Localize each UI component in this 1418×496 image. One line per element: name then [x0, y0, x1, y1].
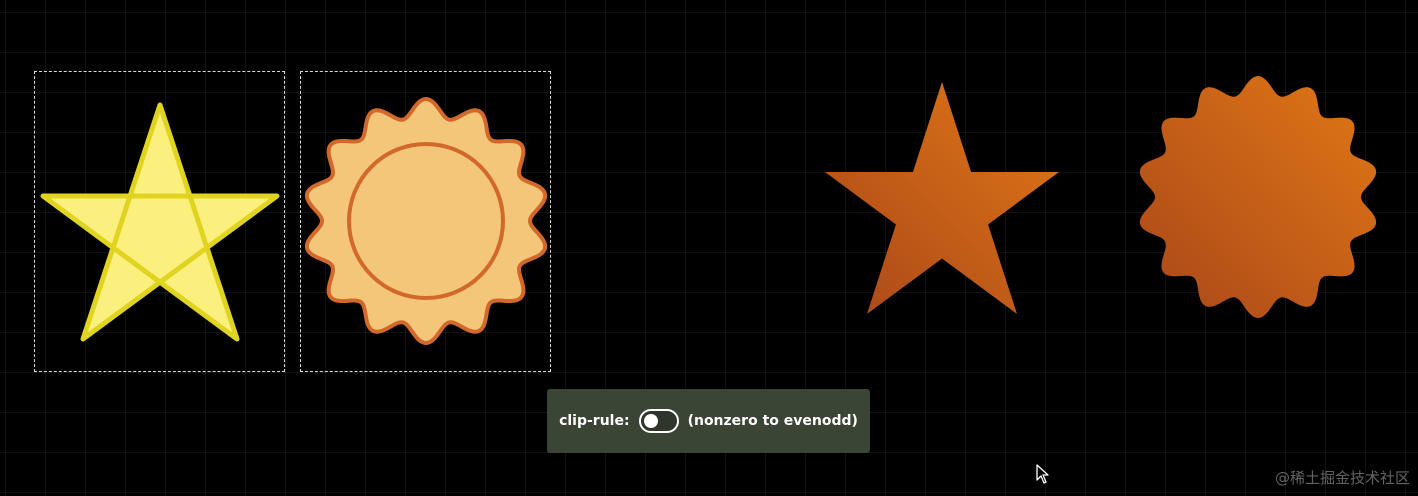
- sun-shape-box: [300, 71, 551, 372]
- star-outline-svg: [40, 102, 280, 342]
- clipped-sun: [1139, 76, 1377, 318]
- clipped-star: [825, 82, 1059, 314]
- star-outline: [40, 102, 280, 342]
- watermark: @稀土掘金技术社区: [1274, 469, 1410, 487]
- mouse-pointer-icon: [1036, 464, 1049, 484]
- clipped-star-fill: [825, 82, 1059, 314]
- toggle-knob: [643, 414, 658, 428]
- clip-rule-hint: (nonzero to evenodd): [687, 413, 858, 429]
- sun-inner-circle: [347, 142, 505, 300]
- clip-rule-control: clip-rule: (nonzero to evenodd): [547, 389, 870, 453]
- star-shape-box: [34, 71, 285, 372]
- clip-rule-label: clip-rule:: [559, 413, 630, 429]
- clip-rule-toggle[interactable]: [638, 409, 679, 433]
- clipped-sun-fill: [1139, 76, 1377, 318]
- sun-outline-svg: [304, 97, 548, 345]
